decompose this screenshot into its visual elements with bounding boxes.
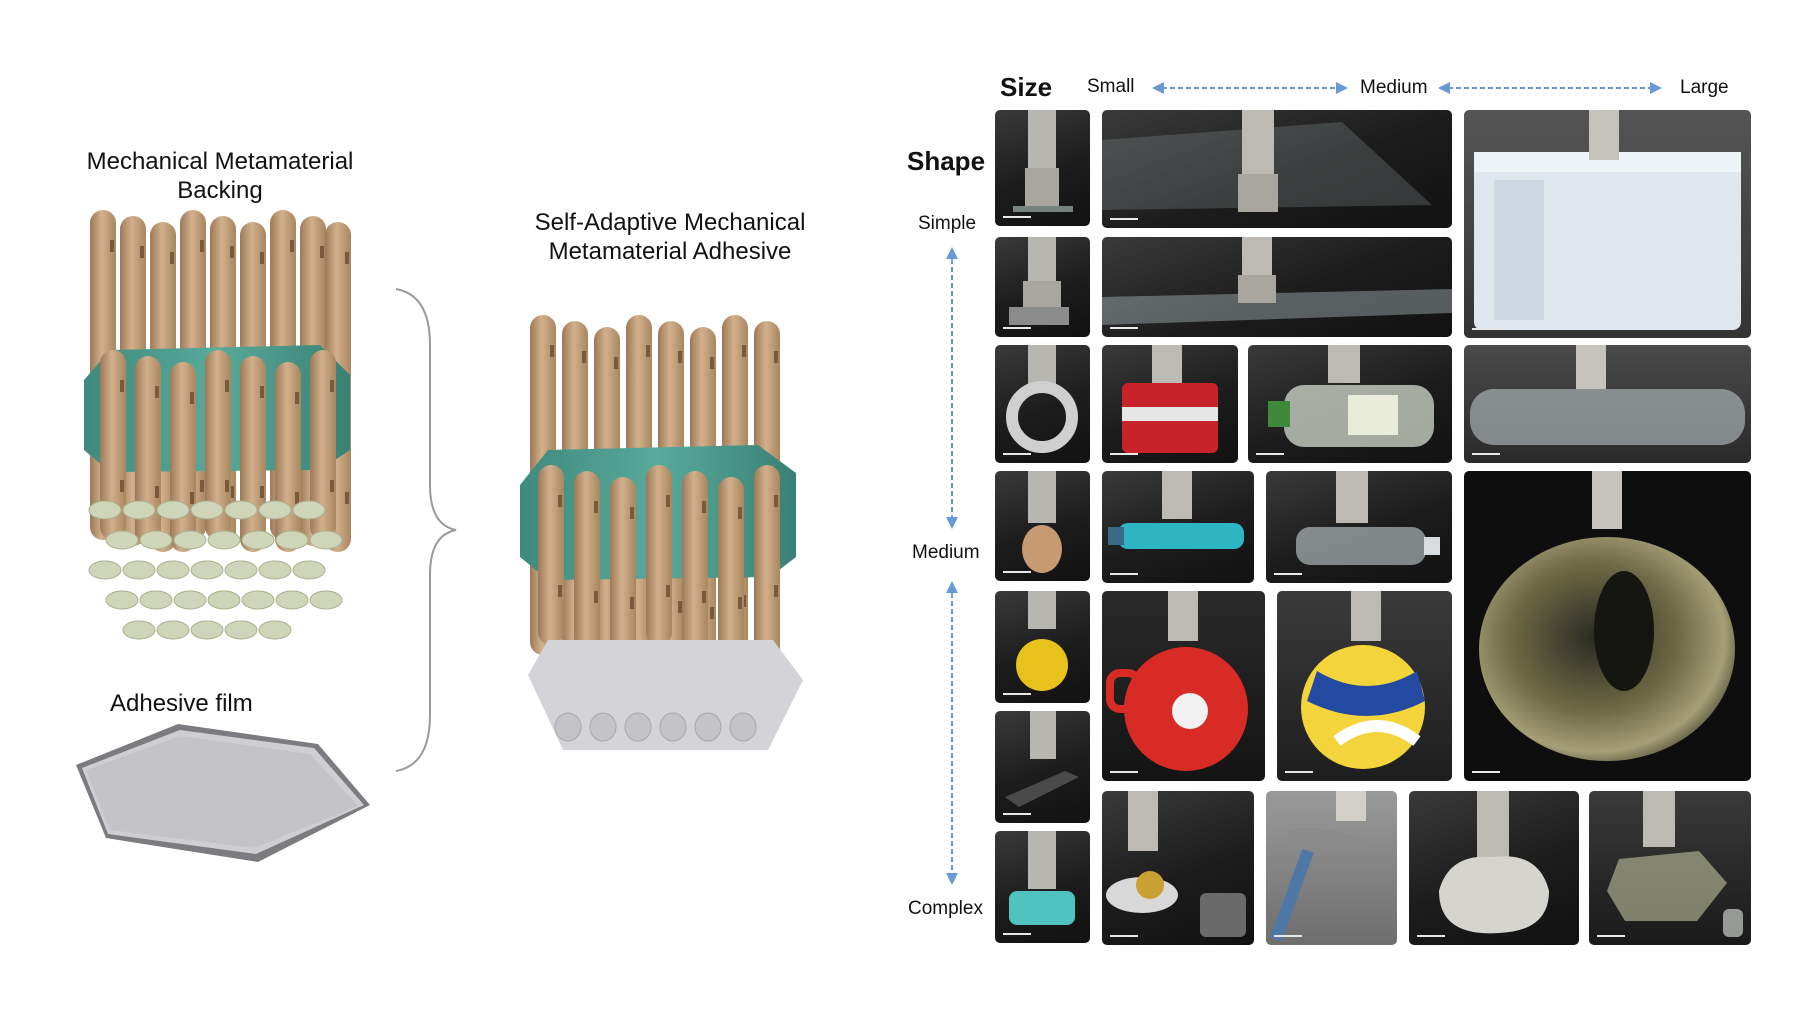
pillar [754, 465, 780, 645]
pillar-top [207, 530, 241, 550]
pillar-top [105, 590, 139, 610]
shape-title: Shape [907, 146, 986, 176]
film-bump [554, 712, 582, 742]
film-bump [659, 712, 687, 742]
pillar-top [275, 530, 309, 550]
pillar-top [241, 590, 275, 610]
photo-hammer [1266, 791, 1397, 945]
photo-small-glass-slide [995, 110, 1090, 226]
pillar [100, 350, 126, 540]
pillar-top [309, 590, 343, 610]
photo-hopper-ball [1102, 591, 1265, 781]
pillar-top [275, 590, 309, 610]
pillar-top [139, 590, 173, 610]
photo-soft-object [1409, 791, 1579, 945]
pillar-top [122, 620, 156, 640]
pillar-top [88, 560, 122, 580]
shape-simple-label: Simple [918, 213, 977, 234]
pillar [646, 465, 672, 645]
pillar [718, 477, 744, 657]
size-small-label: Small [1087, 76, 1135, 97]
size-axis-arrows [1152, 82, 1662, 94]
photo-water-bottle-horizontal [1248, 345, 1452, 463]
pillar-top [122, 500, 156, 520]
photo-yellow-ball [995, 591, 1090, 703]
pillar-top [224, 620, 258, 640]
pillar [275, 362, 301, 552]
size-title: Size [1000, 72, 1053, 102]
pillar [205, 350, 231, 540]
pillar-top [139, 530, 173, 550]
pillar-top [173, 530, 207, 550]
photo-small-clip [995, 237, 1090, 337]
photo-plastic-storage-box [1464, 110, 1751, 338]
shape-medium-label: Medium [912, 542, 980, 563]
photo-volleyball [1277, 591, 1452, 781]
pillar [574, 471, 600, 651]
pillar [310, 350, 336, 540]
shape-complex-label: Complex [908, 898, 983, 919]
photo-chrome-sphere [1464, 471, 1751, 781]
pillar [610, 477, 636, 657]
film-bump [694, 712, 722, 742]
adhesive-film-illustration [76, 724, 370, 862]
backing-label: Mechanical Metamaterial Backing [86, 148, 354, 204]
shape-axis-arrows [946, 247, 958, 885]
combination-brace [395, 288, 457, 772]
pillar [135, 356, 161, 546]
film-label: Adhesive film [110, 690, 253, 717]
pillar-top [292, 500, 326, 520]
photo-astronaut-figure [1102, 791, 1254, 945]
pillar-top [309, 530, 343, 550]
pillar-top [122, 560, 156, 580]
pillar-top [258, 560, 292, 580]
film-bump [729, 712, 757, 742]
pillar-top [258, 620, 292, 640]
pillar-top [190, 620, 224, 640]
photo-ring [995, 345, 1090, 463]
size-large-label: Large [1680, 77, 1729, 98]
pillar-top [156, 620, 190, 640]
photo-foam-sponge [995, 831, 1090, 943]
pillar [170, 362, 196, 552]
pillar-top [241, 530, 275, 550]
pillar [240, 356, 266, 546]
photo-acrylic-tube [1464, 345, 1751, 463]
film-bump [624, 712, 652, 742]
pillar-top [207, 590, 241, 610]
pillar-top [105, 530, 139, 550]
pillar-top [224, 560, 258, 580]
photo-stapler [995, 711, 1090, 823]
pillar [682, 471, 708, 651]
photo-glass-plate [1102, 110, 1452, 228]
pillar-top [258, 500, 292, 520]
pillar-top [224, 500, 258, 520]
photo-water-bottle [1266, 471, 1452, 583]
pillar-top [173, 590, 207, 610]
photo-soda-can [1102, 345, 1238, 463]
pillar-top [88, 500, 122, 520]
pillar-top [190, 500, 224, 520]
pillar [538, 465, 564, 645]
film-bump [589, 712, 617, 742]
photo-toothbrush-case [1102, 471, 1254, 583]
photo-egg [995, 471, 1090, 581]
size-medium-label: Medium [1360, 77, 1428, 98]
metamaterial-backing-illustration [84, 210, 351, 640]
pillar-top [156, 500, 190, 520]
backing-pillar-tops [88, 500, 343, 640]
pillar-top [156, 560, 190, 580]
pillar-top [292, 560, 326, 580]
self-adaptive-adhesive-illustration [520, 315, 803, 750]
pillar-top [190, 560, 224, 580]
photo-glass-vase [1589, 791, 1751, 945]
adhesive-label: Self-Adaptive Mechanical Metamaterial Ad… [534, 209, 806, 265]
photo-acrylic-plate [1102, 237, 1452, 337]
